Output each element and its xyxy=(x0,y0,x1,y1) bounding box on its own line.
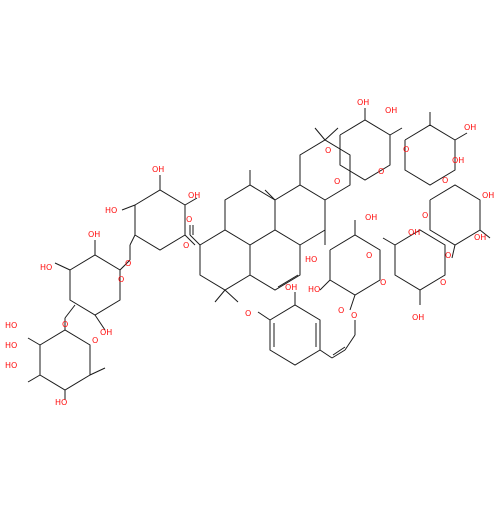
label-o-ester-2: O xyxy=(338,306,344,315)
label-oh-12: OH xyxy=(385,106,397,115)
glucose-ring-center xyxy=(319,220,381,311)
label-oh-20: HO xyxy=(305,255,317,264)
label-o-ring-8: O xyxy=(366,251,372,260)
label-oh-11: OH xyxy=(357,98,369,107)
label-oh-1: HO xyxy=(5,321,17,330)
label-oh-4: HO xyxy=(55,398,67,407)
label-oh-3: HO xyxy=(5,361,17,370)
rhamnose-ring-top-right xyxy=(404,112,468,186)
label-oh-19: OH xyxy=(365,213,377,222)
label-o-link-1: O xyxy=(125,259,131,268)
glucose-ring-upper xyxy=(121,175,198,260)
label-oh-6: OH xyxy=(88,230,100,239)
label-o-ester: O xyxy=(186,215,192,224)
glucose-ring-left xyxy=(54,240,131,331)
xylose-ring-right xyxy=(429,184,491,259)
label-oh-9: OH xyxy=(152,165,164,174)
label-oh-2: HO xyxy=(5,341,17,350)
label-o-methoxy: O xyxy=(245,309,251,318)
label-o-ring-1: O xyxy=(92,336,98,345)
label-oh-18: OH xyxy=(412,313,424,322)
label-o-ring-6: O xyxy=(422,211,428,220)
triterpene-core xyxy=(189,127,351,303)
label-o-ring-7: O xyxy=(440,278,446,287)
label-o-ring-2: O xyxy=(118,275,124,284)
label-o-ring-5: O xyxy=(403,145,409,154)
label-oh-16: OH xyxy=(474,233,486,242)
label-o-ring-4: O xyxy=(325,146,331,155)
arabinose-ring-top xyxy=(339,108,403,181)
label-oh-21: HO xyxy=(308,285,320,294)
label-o-link-5: O xyxy=(380,278,386,287)
label-oh-22: OH xyxy=(285,283,297,292)
label-oh-17: OH xyxy=(408,228,420,237)
label-o-link-4: O xyxy=(445,251,451,260)
rhamnose-ring-bottom-left xyxy=(27,318,106,400)
label-oh-15: OH xyxy=(482,191,494,200)
label-o-3: O xyxy=(334,177,340,186)
label-o-ring-3: O xyxy=(183,241,189,250)
atom-labels: HO HO HO HO O O HO OH O OH O HO OH OH O … xyxy=(5,98,494,407)
label-oh-14: OH xyxy=(452,156,464,165)
label-oh-13: OH xyxy=(464,123,476,132)
label-oh-10: OH xyxy=(188,191,200,200)
label-oh-8: HO xyxy=(105,206,117,215)
label-o-carbonyl: O xyxy=(351,311,357,320)
label-o-link-2: O xyxy=(378,167,384,176)
feruloyl-group xyxy=(257,292,356,366)
label-o-link-3: O xyxy=(442,176,448,185)
label-oh-5: HO xyxy=(40,263,52,272)
glucose-ring-right xyxy=(382,229,446,305)
label-o-1: O xyxy=(62,320,68,329)
label-oh-7: OH xyxy=(100,328,112,337)
